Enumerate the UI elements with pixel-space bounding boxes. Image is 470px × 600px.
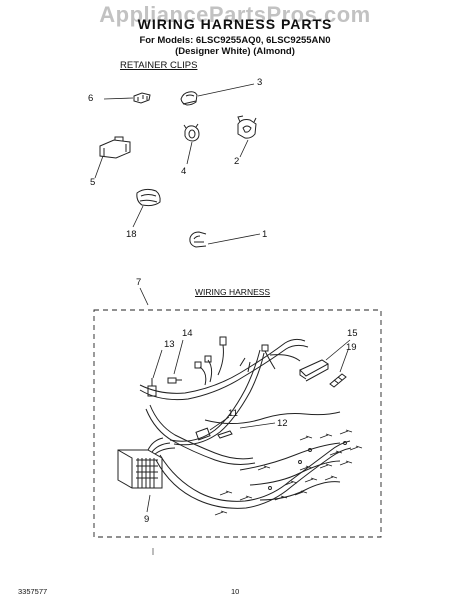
- retainer-clip-3: [180, 83, 255, 106]
- connector-14: [167, 339, 184, 384]
- retainer-clip-5: [94, 136, 131, 179]
- callout-18: 18: [126, 229, 137, 240]
- callout-3: 3: [257, 77, 263, 88]
- callout-6: 6: [88, 93, 94, 104]
- connector-11: [195, 416, 230, 441]
- connector-15: [299, 339, 351, 382]
- callout-13: 13: [164, 339, 175, 350]
- callout-4: 4: [181, 166, 187, 177]
- leader-7: [139, 287, 149, 306]
- page-title: WIRING HARNESS PARTS: [137, 16, 333, 32]
- retainer-clip-1: [189, 231, 261, 248]
- wiring-harness-heading: WIRING HARNESS: [195, 287, 271, 297]
- callout-9: 9: [144, 514, 150, 525]
- callout-1: 1: [262, 229, 268, 240]
- terminal-12: [217, 422, 276, 439]
- model-info: For Models: 6LSC9255AQ0, 6LSC9255AN0 (De…: [0, 35, 470, 57]
- retainer-clip-6: [103, 92, 151, 104]
- callout-12: 12: [277, 418, 288, 429]
- callout-7: 7: [136, 277, 142, 288]
- terminal-ends: [214, 429, 363, 516]
- connector-19: [329, 349, 349, 388]
- main-connector-block: [117, 437, 176, 513]
- document-number: 3357577: [18, 587, 48, 596]
- callout-14: 14: [182, 328, 193, 339]
- watermark: AppliancePartsPros.com: [99, 2, 371, 27]
- retainer-clip-4: [183, 123, 200, 165]
- connector-13: [147, 349, 163, 397]
- callout-19: 19: [346, 342, 357, 353]
- page-number: 10: [231, 587, 240, 596]
- callout-11: 11: [228, 408, 238, 419]
- upper-branches: [194, 336, 301, 386]
- models-line: For Models: 6LSC9255AQ0, 6LSC9255AN0: [139, 35, 331, 46]
- retainer-clip-2: [237, 115, 257, 158]
- callout-5: 5: [90, 177, 96, 188]
- retainer-clips-heading: RETAINER CLIPS: [120, 60, 198, 71]
- harness-bundle: [139, 338, 352, 509]
- harness-frame: [93, 309, 382, 538]
- colors-line: (Designer White) (Almond): [175, 46, 295, 57]
- callout-2: 2: [234, 156, 240, 167]
- retainer-clip-18: [132, 188, 161, 228]
- callout-15: 15: [347, 328, 358, 339]
